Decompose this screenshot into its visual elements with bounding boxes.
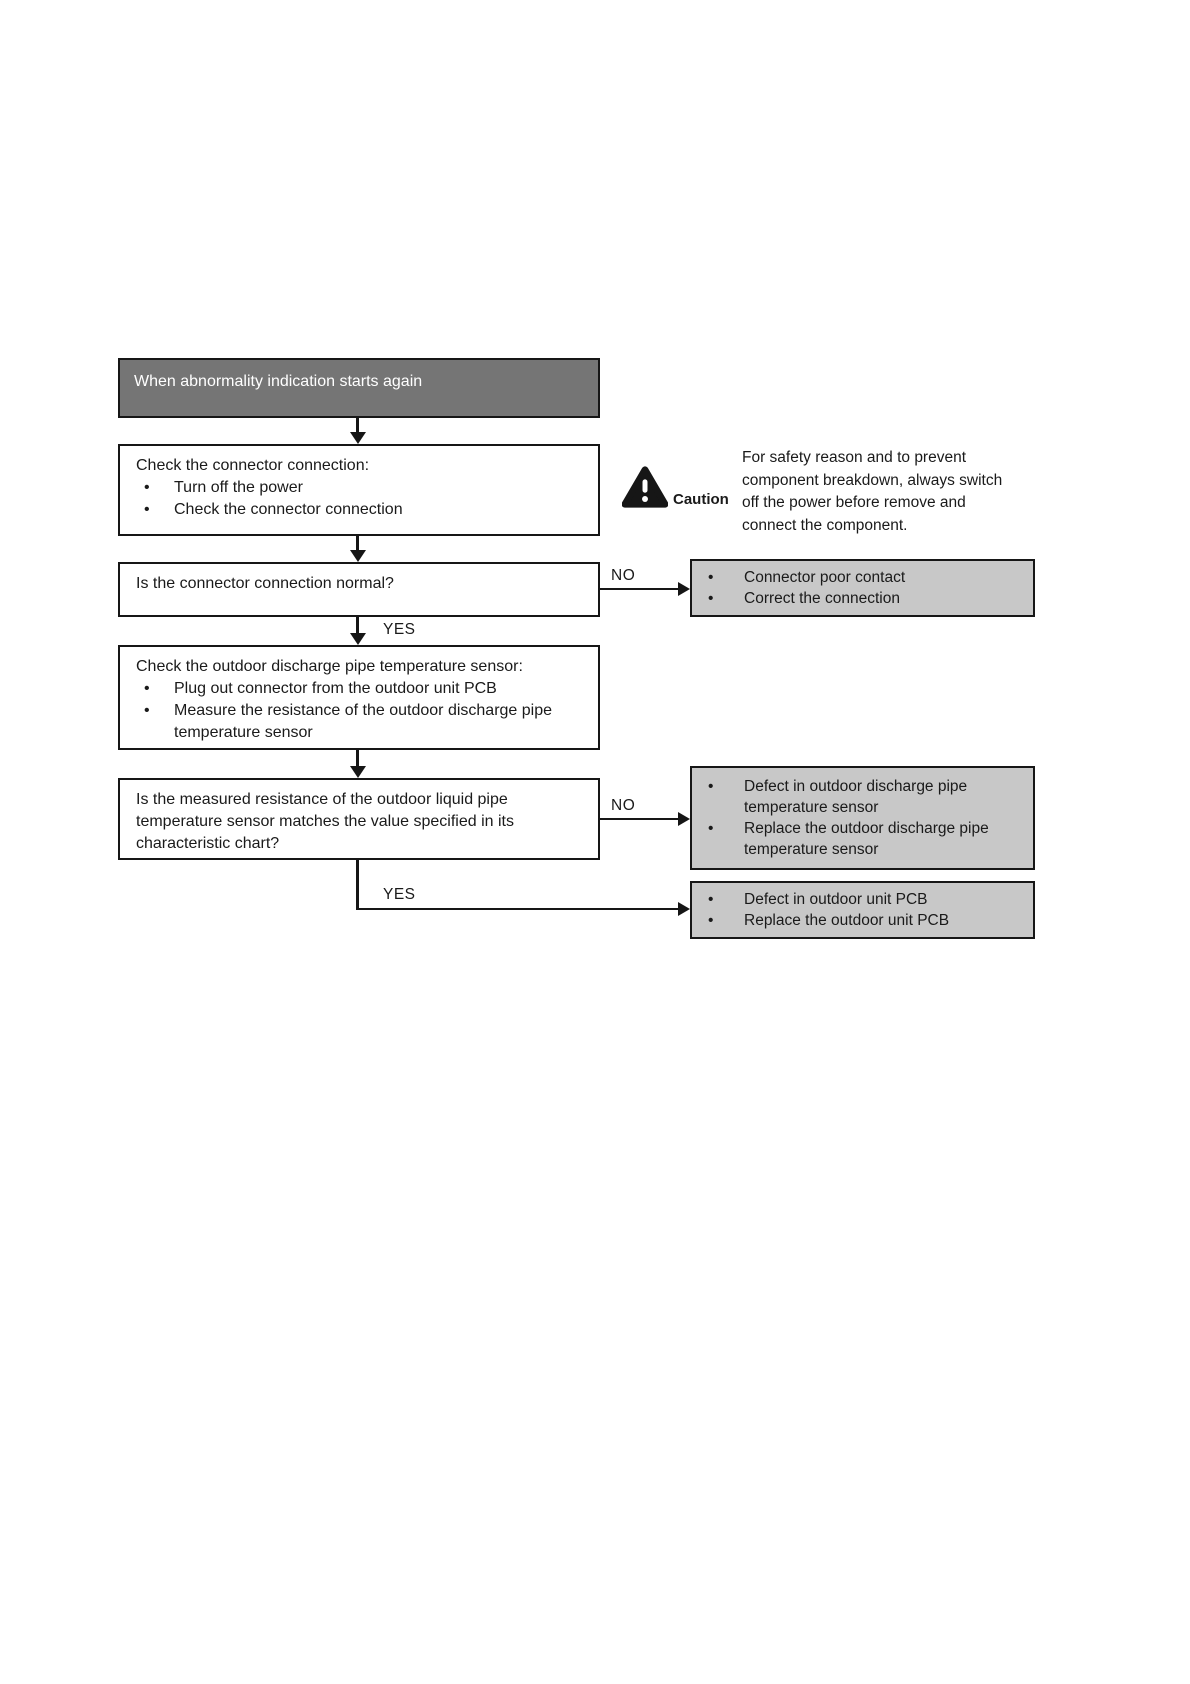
question-text: Is the connector connection normal? <box>136 575 394 592</box>
list-item: • Replace the outdoor unit PCB <box>692 910 1033 931</box>
list-item: • Connector poor contact <box>692 567 1033 588</box>
list-item: • Turn off the power <box>136 477 588 499</box>
connector-line <box>356 418 359 433</box>
connector-line <box>356 860 359 910</box>
list-item-text: Correct the connection <box>744 590 900 607</box>
warning-triangle-icon <box>622 466 668 508</box>
connector-line <box>356 908 680 910</box>
step-title: Check the connector connection: <box>136 457 370 474</box>
list-item-text: Check the connector connection <box>174 501 403 518</box>
branch-no-label: NO <box>611 797 636 814</box>
flow-step-check-connector: Check the connector connection: • Turn o… <box>118 444 600 536</box>
list-item-text: Turn off the power <box>174 479 303 496</box>
bullet-icon: • <box>144 479 150 496</box>
branch-no-label: NO <box>611 567 636 584</box>
list-item: • Replace the outdoor discharge pipe tem… <box>692 818 1033 860</box>
list-item: • Plug out connector from the outdoor un… <box>136 678 588 700</box>
flow-outcome-pcb: • Defect in outdoor unit PCB • Replace t… <box>690 881 1035 939</box>
bullet-icon: • <box>708 891 714 908</box>
flow-step-check-sensor: Check the outdoor discharge pipe tempera… <box>118 645 600 750</box>
caution-text: For safety reason and to prevent compone… <box>742 449 1003 534</box>
flow-start-label: When abnormality indication starts again <box>134 373 423 390</box>
list-item-text: Defect in outdoor discharge pipe tempera… <box>744 778 968 816</box>
bullet-icon: • <box>144 680 150 697</box>
list-item: • Measure the resistance of the outdoor … <box>136 700 588 744</box>
list-item-text: Plug out connector from the outdoor unit… <box>174 680 497 697</box>
bullet-icon: • <box>708 569 714 586</box>
bullet-icon: • <box>708 590 714 607</box>
list-item-text: Defect in outdoor unit PCB <box>744 891 928 908</box>
bullet-icon: • <box>708 820 714 837</box>
connector-line <box>598 818 680 820</box>
question-text: Is the measured resistance of the outdoo… <box>136 791 514 852</box>
bullet-icon: • <box>708 778 714 795</box>
connector-line <box>600 588 680 590</box>
caution-label: Caution <box>673 491 729 508</box>
branch-yes-label: YES <box>383 621 416 638</box>
connector-line <box>356 617 359 634</box>
list-item: • Defect in outdoor discharge pipe tempe… <box>692 776 1033 818</box>
arrow-down-icon <box>350 432 366 444</box>
list-item-text: Connector poor contact <box>744 569 906 586</box>
connector-line <box>356 536 359 551</box>
arrow-right-icon <box>678 812 690 826</box>
list-item-text: Measure the resistance of the outdoor di… <box>174 702 553 741</box>
arrow-right-icon <box>678 582 690 596</box>
arrow-down-icon <box>350 766 366 778</box>
caution-note: Caution <box>622 465 729 509</box>
list-item-text: Replace the outdoor discharge pipe tempe… <box>744 820 989 858</box>
flow-outcome-connector: • Connector poor contact • Correct the c… <box>690 559 1035 617</box>
flow-outcome-sensor: • Defect in outdoor discharge pipe tempe… <box>690 766 1035 870</box>
flow-question-resistance-match: Is the measured resistance of the outdoo… <box>118 778 600 860</box>
bullet-icon: • <box>144 702 150 719</box>
list-item: • Correct the connection <box>692 588 1033 609</box>
list-item: • Check the connector connection <box>136 499 588 521</box>
bullet-icon: • <box>144 501 150 518</box>
branch-yes-label: YES <box>383 886 416 903</box>
bullet-icon: • <box>708 912 714 929</box>
arrow-right-icon <box>678 902 690 916</box>
arrow-down-icon <box>350 550 366 562</box>
flow-question-connector-normal: Is the connector connection normal? <box>118 562 600 617</box>
connector-line <box>356 750 359 767</box>
list-item: • Defect in outdoor unit PCB <box>692 889 1033 910</box>
arrow-down-icon <box>350 633 366 645</box>
flow-start-box: When abnormality indication starts again <box>118 358 600 418</box>
step-title: Check the outdoor discharge pipe tempera… <box>136 658 523 675</box>
list-item-text: Replace the outdoor unit PCB <box>744 912 950 929</box>
